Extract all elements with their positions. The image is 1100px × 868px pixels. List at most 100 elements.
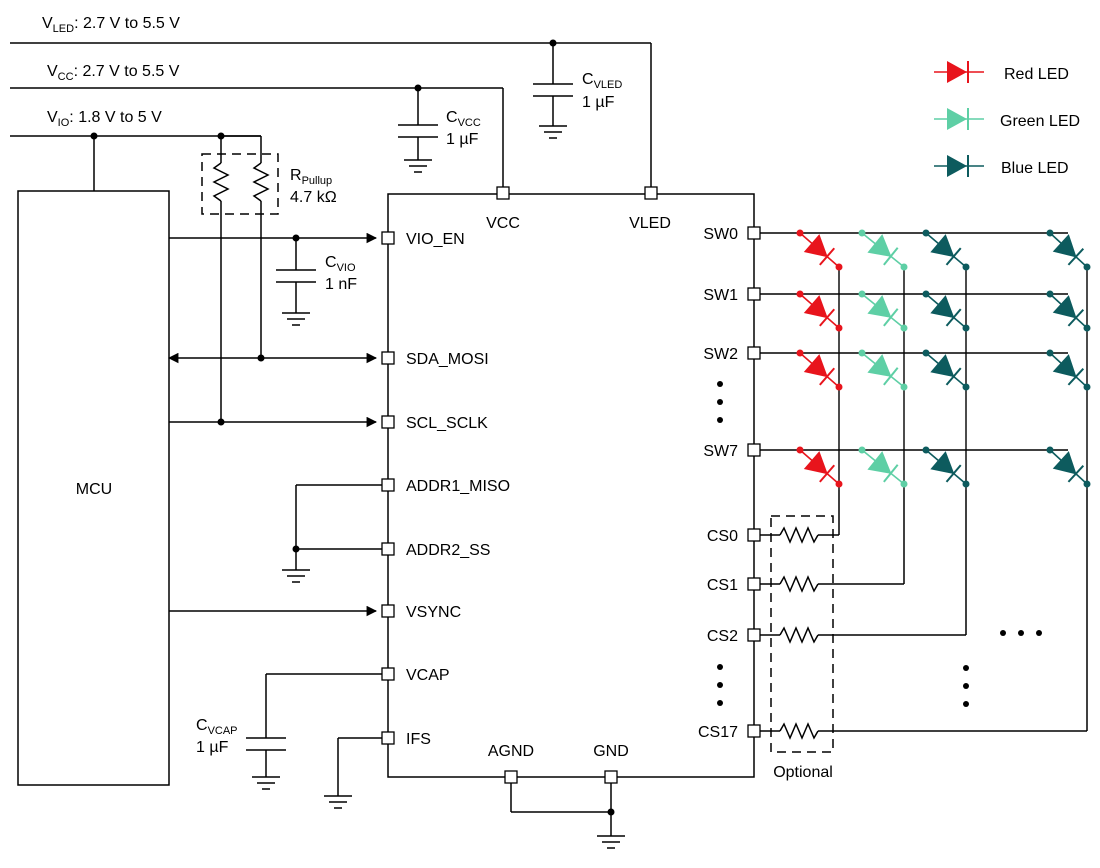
mcu-label: MCU: [76, 481, 112, 498]
cvcap-label: CVCAP: [196, 717, 238, 737]
pin-sw1: [747, 287, 761, 301]
legend: [934, 61, 984, 177]
left-pins: [381, 231, 395, 745]
cvled-label: CVLED: [582, 71, 622, 91]
pin-vcc: [496, 186, 510, 200]
led-blue-sw1-col3: [1046, 290, 1091, 332]
pin-label-cs17: CS17: [698, 724, 738, 741]
vcc-supply-label: VCC: 2.7 V to 5.5 V: [47, 63, 180, 83]
pin-vio-en: [381, 231, 395, 245]
cvio-label: CVIO: [325, 254, 356, 274]
pin-scl-sclk: [381, 415, 395, 429]
addr-ground-wiring: [282, 484, 382, 583]
led-blue-sw7-col3: [1046, 446, 1091, 488]
led-red-sw2-col0: [796, 349, 843, 391]
pin-label-vcap: VCAP: [406, 667, 450, 684]
legend-led-blue: [934, 155, 984, 177]
pin-label-gnd: GND: [593, 743, 629, 760]
pin-label-cs2: CS2: [707, 628, 738, 645]
pin-label-addr1-miso: ADDR1_MISO: [406, 478, 510, 495]
mcu-block: [17, 190, 170, 786]
led-green-sw7-col1: [858, 446, 908, 488]
mcu-signals: [167, 232, 378, 617]
pin-label-ifs: IFS: [406, 731, 431, 748]
led-blue-sw2-col3: [1046, 349, 1091, 391]
sw-ellipsis: [717, 381, 723, 423]
pin-label-cs1: CS1: [707, 577, 738, 594]
cs-resistors: [760, 490, 1088, 753]
optional-label: Optional: [773, 764, 833, 781]
cs-ellipsis: [717, 664, 723, 706]
ground-symbol: [324, 795, 352, 809]
led-green-sw0-col1: [858, 229, 908, 271]
vio-supply-label: VIO: 1.8 V to 5 V: [47, 109, 162, 129]
ground-wiring-bottom: [510, 783, 625, 849]
led-green-sw2-col1: [858, 349, 908, 391]
column-ellipsis: [1000, 630, 1042, 636]
capacitor-cvled: [533, 43, 573, 139]
pin-agnd: [504, 770, 518, 784]
capacitor-cvio: [276, 238, 316, 326]
pin-label-scl-sclk: SCL_SCLK: [406, 415, 488, 432]
column-vertical-ellipsis: [963, 665, 969, 707]
led-blue-sw2-col2: [922, 349, 970, 391]
pin-label-addr2-ss: ADDR2_SS: [406, 542, 490, 559]
cvio-value: 1 nF: [325, 276, 357, 293]
pin-cs2: [747, 628, 761, 642]
pin-ifs: [381, 731, 395, 745]
pin-sw7: [747, 443, 761, 457]
pin-label-cs0: CS0: [707, 528, 738, 545]
pin-label-sw7: SW7: [703, 443, 738, 460]
pin-cs1: [747, 577, 761, 591]
led-blue-sw1-col2: [922, 290, 970, 332]
pin-label-sw0: SW0: [703, 226, 738, 243]
legend-led-red: [934, 61, 984, 83]
ground-symbol: [282, 569, 310, 583]
pin-label-sw1: SW1: [703, 287, 738, 304]
pin-label-agnd: AGND: [488, 743, 534, 760]
rpullup-value: 4.7 kΩ: [290, 189, 337, 206]
pin-sw2: [747, 346, 761, 360]
ground-symbol: [539, 125, 567, 139]
vled-supply-label: VLED: 2.7 V to 5.5 V: [42, 15, 180, 35]
capacitor-cvcc: [398, 88, 438, 173]
led-blue-sw0-col3: [1046, 229, 1091, 271]
pin-cs17: [747, 724, 761, 738]
led-driver-chip: [387, 193, 755, 778]
pin-label-vled: VLED: [629, 215, 671, 232]
led-blue-sw7-col2: [922, 446, 970, 488]
led-red-sw0-col0: [796, 229, 843, 271]
cvcc-label: CVCC: [446, 109, 481, 129]
ground-symbol: [282, 312, 310, 326]
cvcc-value: 1 µF: [446, 131, 479, 148]
capacitor-cvcap: [246, 673, 382, 790]
pin-sda-mosi: [381, 351, 395, 365]
rpullup-label: RPullup: [290, 167, 332, 187]
pin-label-vio-en: VIO_EN: [406, 231, 465, 248]
pin-vled: [644, 186, 658, 200]
ground-symbol: [404, 159, 432, 173]
legend-label-blue: Blue LED: [1001, 160, 1069, 177]
ifs-ground-wiring: [324, 737, 382, 809]
ground-symbol: [252, 776, 280, 790]
led-red-sw1-col0: [796, 290, 843, 332]
cvcap-value: 1 µF: [196, 739, 229, 756]
led-blue-sw0-col2: [922, 229, 970, 271]
ground-symbol: [597, 835, 625, 849]
pin-cs0: [747, 528, 761, 542]
pin-addr1-miso: [381, 478, 395, 492]
legend-label-red: Red LED: [1004, 66, 1069, 83]
legend-label-green: Green LED: [1000, 113, 1080, 130]
pin-addr2-ss: [381, 542, 395, 556]
led-matrix: [760, 229, 1091, 490]
pullup-resistors: [201, 135, 279, 422]
pin-gnd: [604, 770, 618, 784]
pin-vcap: [381, 667, 395, 681]
pin-label-vcc: VCC: [486, 215, 520, 232]
pin-sw0: [747, 226, 761, 240]
pin-label-vsync: VSYNC: [406, 604, 461, 621]
led-green-sw1-col1: [858, 290, 908, 332]
pin-vsync: [381, 604, 395, 618]
pin-label-sw2: SW2: [703, 346, 738, 363]
